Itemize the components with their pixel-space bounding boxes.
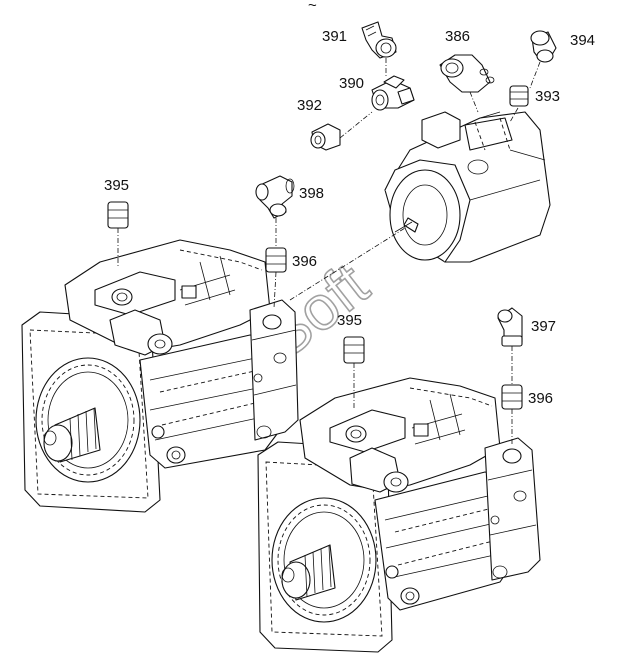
fitting-394 (530, 30, 557, 63)
main-pump-right (257, 377, 541, 653)
callout-390: 390 (339, 75, 364, 92)
callout-395-right: 395 (337, 312, 362, 329)
callout-391: 391 (322, 28, 347, 45)
main-pump-left (21, 239, 299, 513)
fitting-395-left (107, 201, 129, 229)
callout-392: 392 (297, 97, 322, 114)
top-mark: ~ (308, 0, 317, 14)
fitting-395-right (343, 336, 365, 364)
fitting-386 (439, 54, 495, 93)
callout-394: 394 (570, 32, 595, 49)
fitting-393 (509, 85, 529, 107)
auxiliary-pump (384, 111, 551, 263)
fitting-397 (497, 307, 523, 347)
callout-397: 397 (531, 318, 556, 335)
callout-398: 398 (299, 185, 324, 202)
fitting-398 (255, 175, 295, 219)
fitting-390 (371, 75, 415, 111)
fitting-396-right (501, 384, 523, 410)
fitting-392 (310, 123, 341, 151)
callout-396-left: 396 (292, 253, 317, 270)
callout-396-right: 396 (528, 390, 553, 407)
fitting-396-left (265, 247, 287, 273)
fitting-391 (361, 21, 397, 59)
callout-393: 393 (535, 88, 560, 105)
callout-395-left: 395 (104, 177, 129, 194)
callout-386: 386 (445, 28, 470, 45)
